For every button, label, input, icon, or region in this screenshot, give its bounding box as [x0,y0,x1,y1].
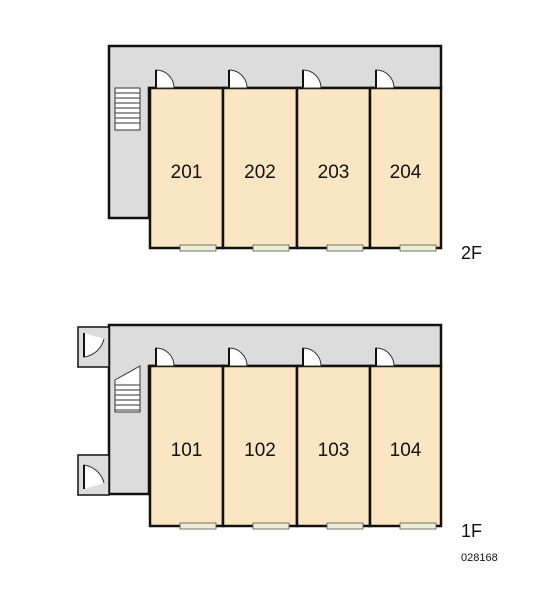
unit-101: 101 [148,364,225,528]
floor-1f: 101 102 103 104 [77,323,482,541]
unit-label: 201 [171,162,203,183]
unit-104: 104 [368,364,443,528]
floor-label-2f: 2F [461,243,482,263]
door-icon [155,347,395,367]
unit-label: 203 [318,162,350,183]
door-leaf [155,348,377,366]
door-leaf [155,70,377,88]
unit-label: 104 [390,440,422,461]
unit-102: 102 [221,364,299,528]
unit-label: 204 [390,162,422,183]
unit-204: 204 [368,86,443,250]
unit-label: 101 [171,440,203,461]
unit-203: 203 [295,86,372,250]
staircase-icon [114,365,141,413]
unit-201: 201 [148,86,225,250]
window-icon [179,244,437,252]
window-icon [179,522,437,530]
floor-label-1f: 1F [461,521,482,541]
plan-code: 028168 [461,552,498,564]
external-door-bottom [77,454,110,496]
unit-label: 202 [244,162,276,183]
external-door-top [77,326,110,368]
unit-202: 202 [221,86,299,250]
floor-2f: 201 202 203 204 [107,44,482,263]
staircase-icon [114,87,141,131]
unit-103: 103 [295,364,372,528]
unit-label: 103 [318,440,350,461]
unit-label: 102 [244,440,276,461]
